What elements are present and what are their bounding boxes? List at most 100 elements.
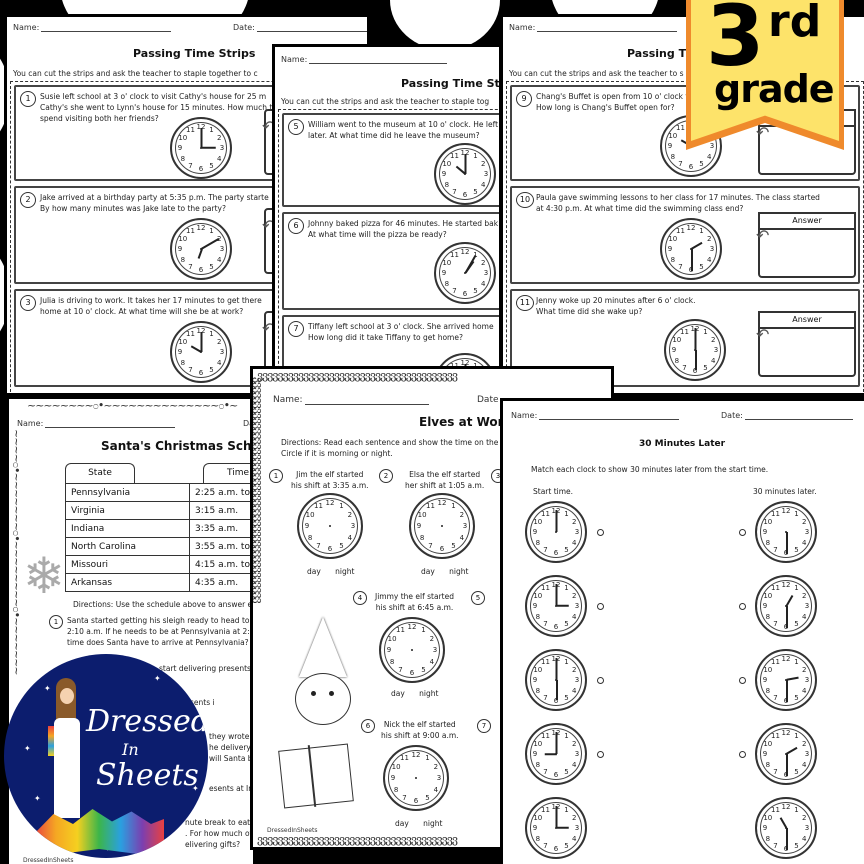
- logo-text-dressed: Dressed: [86, 704, 208, 739]
- clock-numeral: 10: [668, 234, 678, 243]
- strips-container: 5 William went to the museum at 10 o' cl…: [278, 109, 499, 369]
- answer-box[interactable]: Answer↶: [756, 311, 856, 377]
- clock-numeral: 11: [186, 226, 195, 235]
- clock-numeral: 8: [180, 358, 186, 367]
- clock-numeral: 6: [692, 367, 698, 375]
- footer-credit: DressedInSheets: [23, 857, 74, 864]
- match-point-right[interactable]: [739, 603, 746, 610]
- clock-numeral: 10: [668, 131, 678, 140]
- clock-numeral: 5: [564, 620, 569, 629]
- name-line: [41, 24, 172, 32]
- clock-numeral: 5: [473, 287, 478, 296]
- clock-numeral: 11: [541, 509, 550, 518]
- clock-numeral: 4: [459, 533, 465, 542]
- clock-numeral: 5: [794, 842, 799, 851]
- clock-numeral: 12: [781, 729, 791, 737]
- clock-numeral: 3: [804, 528, 810, 536]
- clock-numeral: 11: [541, 583, 550, 592]
- grade-suffix: rd: [768, 0, 822, 47]
- worksheet-passing-time-b: Name: Passing Time Stri You can cut the …: [272, 44, 502, 372]
- clock-numeral: 1: [473, 250, 478, 259]
- match-point-left[interactable]: [597, 677, 604, 684]
- match-point-left[interactable]: [597, 751, 604, 758]
- match-point-right[interactable]: [739, 677, 746, 684]
- clock-numeral: 3: [462, 522, 468, 530]
- clock-numeral: 5: [209, 263, 214, 272]
- day-night-choice[interactable]: day night: [307, 567, 354, 576]
- clock-numeral: 10: [178, 133, 188, 142]
- night-option[interactable]: night: [423, 819, 443, 828]
- clock-numeral: 5: [425, 793, 430, 802]
- clock-numeral: 8: [765, 612, 771, 621]
- clock-numeral: 1: [703, 327, 708, 336]
- day-option[interactable]: day: [421, 567, 435, 576]
- clock-numeral: 7: [188, 162, 193, 171]
- match-point-left[interactable]: [597, 603, 604, 610]
- day-option[interactable]: day: [395, 819, 409, 828]
- clock-numeral: 12: [686, 224, 696, 232]
- clock-numeral: 12: [460, 248, 470, 256]
- grade-number: 3: [706, 0, 764, 85]
- clock-numeral: 3: [804, 824, 810, 832]
- date-label: Date:: [721, 411, 743, 420]
- clock-numeral: 6: [688, 266, 694, 274]
- curl-border-top: ვვვვვვვვვვვვვვვვვვვვვვვვვვვვვვვვვვვვვვვ: [257, 369, 458, 382]
- table-cell: 3:15 a.m.: [189, 501, 253, 520]
- instructions: Match each clock to show 30 minutes late…: [531, 465, 769, 474]
- match-point-right[interactable]: [739, 529, 746, 536]
- curl-border-bottom: ვვვვვვვვვვვვვვვვვვვვვვვვვვვვვვვვვვვვვვვ: [257, 833, 458, 846]
- match-point-left[interactable]: [597, 529, 604, 536]
- day-night-choice[interactable]: day night: [395, 819, 442, 828]
- clock-numeral: 8: [180, 154, 186, 163]
- day-night-choice[interactable]: day night: [421, 567, 468, 576]
- date-line: [256, 24, 367, 32]
- clock-numeral: 11: [676, 123, 685, 132]
- night-option[interactable]: night: [419, 689, 439, 698]
- table-cell: 4:35 a.m.: [189, 573, 253, 592]
- clock-numeral: 8: [535, 686, 541, 695]
- clock-numeral: 6: [198, 266, 204, 274]
- date-field: Da: [243, 419, 253, 428]
- clock-numeral: 6: [198, 165, 204, 173]
- table-cell: 3:55 a.m. to: [189, 537, 253, 556]
- night-option[interactable]: night: [449, 567, 469, 576]
- clock-numeral: 7: [316, 541, 321, 550]
- name-label: Name:: [509, 23, 536, 32]
- date-field: Date: [477, 395, 499, 405]
- clock-numeral: 4: [347, 533, 353, 542]
- day-night-choice[interactable]: day night: [391, 689, 438, 698]
- answer-box[interactable]: Answer↶: [756, 212, 856, 278]
- item-text: Elsa the elf started her shift at 1:05 a…: [405, 470, 485, 490]
- clock-numeral: 4: [429, 657, 435, 666]
- match-point-right[interactable]: [739, 751, 746, 758]
- clock-numeral: 10: [178, 234, 188, 243]
- clock-numeral: 10: [763, 591, 773, 600]
- clock-numeral: 11: [771, 509, 780, 518]
- clock-numeral: 8: [444, 180, 450, 189]
- directions: Directions: Read each sentence and show …: [281, 438, 499, 458]
- clock-numeral: 10: [178, 337, 188, 346]
- clock-numeral: 11: [771, 805, 780, 814]
- clock-numeral: 11: [541, 657, 550, 666]
- name-label: Name:: [281, 55, 308, 64]
- problem-strip: 10 Paula gave swimming lessons to her cl…: [510, 186, 860, 284]
- clock-numeral: 10: [672, 335, 682, 344]
- clock-numeral: 3: [574, 602, 580, 610]
- night-option[interactable]: night: [335, 567, 355, 576]
- bg-dot: [390, 0, 500, 50]
- clock-numeral: 7: [402, 793, 407, 802]
- day-option[interactable]: day: [391, 689, 405, 698]
- clock-numeral: 2: [571, 813, 577, 822]
- day-option[interactable]: day: [307, 567, 321, 576]
- clock-numeral: 2: [710, 335, 716, 344]
- worksheet-30-minutes-later: Name: Date: 30 Minutes Later Match each …: [500, 398, 864, 864]
- instructions: You can cut the strips and ask the teach…: [509, 69, 684, 78]
- item-number: 7: [477, 719, 491, 733]
- clock-numeral: 2: [571, 665, 577, 674]
- question-text: they wrote he delivery will Santa b: [209, 732, 253, 763]
